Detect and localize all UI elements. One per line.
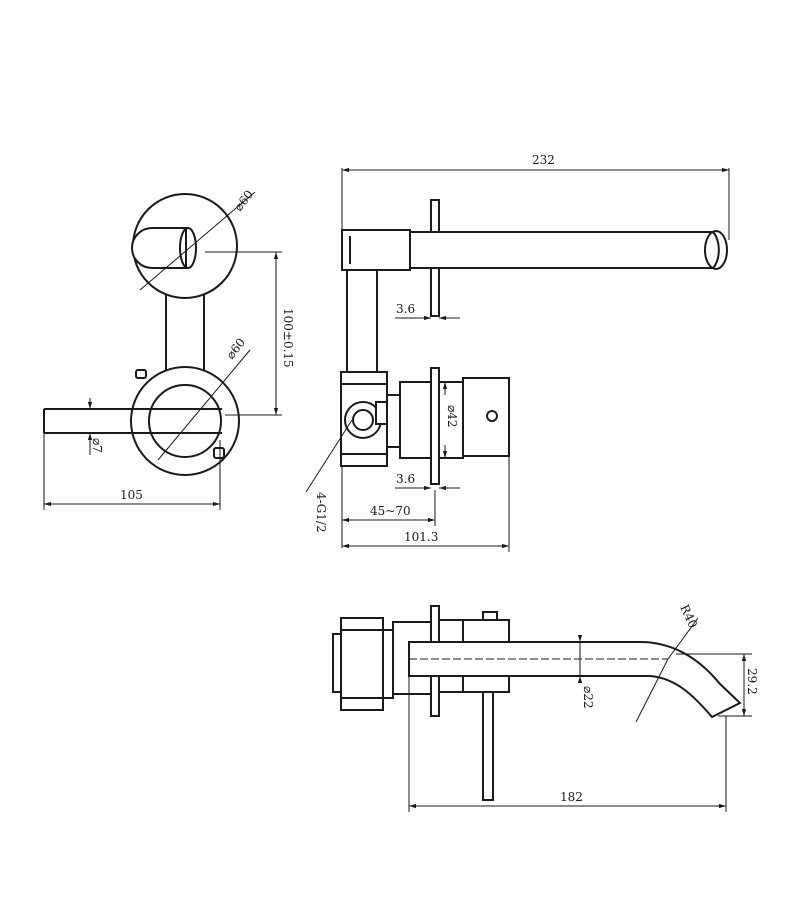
front-view: ⌀60 ⌀60 100±0.15 ⌀7 105 <box>43 187 295 510</box>
bottom-view: R40 29.2 ⌀22 182 <box>332 602 759 812</box>
side-length-label: 232 <box>532 153 555 167</box>
side-spout <box>409 231 720 269</box>
side-handle <box>462 377 510 457</box>
front-width-label: 105 <box>120 488 143 502</box>
bottom-radius-label: R40 <box>677 602 700 630</box>
side-depth-label: 101.3 <box>404 530 438 544</box>
bottom-length-label: 182 <box>560 790 583 804</box>
front-spacing-label: 100±0.15 <box>281 308 295 368</box>
side-connection-label: 4-G1/2 <box>314 492 328 533</box>
bottom-left-body <box>340 617 384 711</box>
front-top-cap <box>131 227 187 269</box>
front-dia-top-label: ⌀60 <box>231 187 256 213</box>
front-pipe <box>165 289 205 381</box>
bottom-tip-label: 29.2 <box>745 668 759 695</box>
side-depth-range-label: 45~70 <box>370 504 411 518</box>
side-top-body <box>341 229 411 271</box>
bottom-lever <box>482 691 494 801</box>
side-plate-top-label: 3.6 <box>396 302 415 316</box>
side-body-dia-label: ⌀42 <box>445 405 459 428</box>
side-plate-bottom-label: 3.6 <box>396 472 415 486</box>
front-handle-body <box>148 384 222 458</box>
side-view: 232 3.6 ⌀42 <box>305 153 730 552</box>
front-bottom-rosette <box>130 366 240 476</box>
side-bottom-plate <box>430 367 440 485</box>
front-lever-dia-label: ⌀7 <box>90 438 104 453</box>
bottom-spout-dia-label: ⌀22 <box>581 686 595 709</box>
front-dia-bottom-label: ⌀60 <box>223 335 248 361</box>
bottom-spout <box>408 641 742 719</box>
side-riser <box>346 257 378 377</box>
